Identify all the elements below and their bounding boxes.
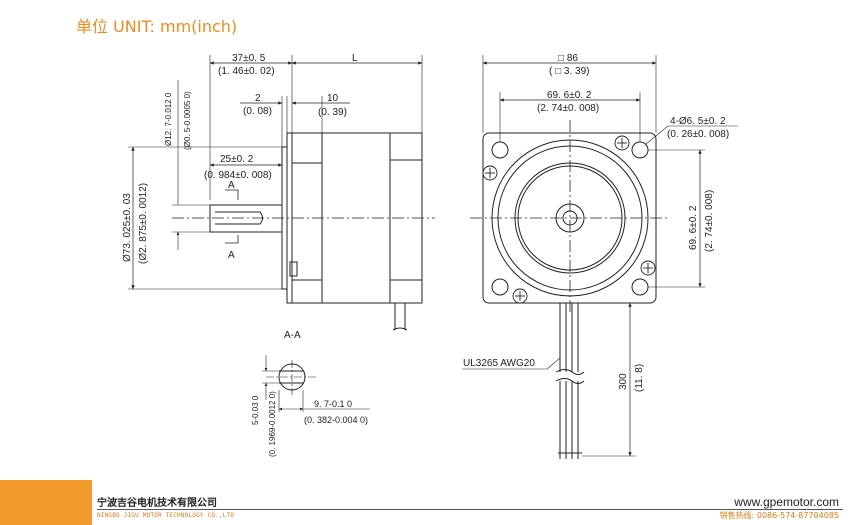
dim-shaft-label: Ø12. 7-0.012 0 [164, 92, 173, 146]
dim-25-label: 25±0. 2 [220, 154, 254, 165]
dim-L-label: L [352, 53, 358, 64]
wire-label: UL3265 AWG20 [463, 358, 535, 369]
dim-86-in-label: ( □ 3. 39) [549, 66, 590, 77]
dim-2-label: 2 [255, 93, 261, 104]
dim-97-label: 9. 7-0.1 0 [314, 399, 352, 409]
dim-97-in-label: (0. 382-0.004 0) [304, 415, 368, 425]
dim-696-v-label: 69. 6±0. 2 [688, 205, 699, 250]
dim-pilot-label: Ø73. 025±0. 03 [122, 193, 133, 262]
section-label-top: A [228, 180, 235, 191]
footer-divider [97, 509, 843, 510]
mounting-hole-tl [491, 141, 509, 159]
side-view-labels: 37±0. 5 (1. 46±0. 02) L 2 (0. 08) 10 (0.… [122, 53, 358, 264]
connector [289, 261, 298, 277]
screw-icons [482, 135, 656, 304]
dim-holes-in-label: (0. 26±0. 008) [667, 129, 729, 140]
dim-696-v-in-label: (2. 74±0. 008) [704, 190, 715, 252]
front-view [462, 55, 738, 459]
front-view-labels: □ 86 ( □ 3. 39) 69. 6±0. 2 (2. 74±0. 008… [463, 53, 729, 392]
company-name-cn: 宁波吉谷电机技术有限公司 [97, 498, 217, 509]
wire-stub [392, 303, 408, 331]
website-link[interactable]: www.gpemotor.com [734, 495, 839, 509]
dim-696-label: 69. 6±0. 2 [547, 90, 592, 101]
dim-37-in-label: (1. 46±0. 02) [218, 66, 275, 77]
section-view-labels: A-A 5-0.03 0 (0. 1969-0.0012 0) 9. 7-0.1… [251, 330, 368, 457]
dim-2-in-label: (0. 08) [243, 106, 272, 117]
dim-shaft-in-label: (Ø0. 5-0.0005 0) [183, 91, 192, 150]
mounting-hole-br [631, 278, 649, 296]
side-view [128, 55, 435, 331]
motor-drawing: 37±0. 5 (1. 46±0. 02) L 2 (0. 08) 10 (0.… [122, 53, 738, 459]
dim-10-in-label: (0. 39) [318, 107, 347, 118]
unit-title: 单位 UNIT: mm(inch) [76, 17, 238, 36]
dim-10-label: 10 [327, 93, 339, 104]
section-view [262, 355, 370, 412]
dim-300-label: 300 [618, 373, 629, 390]
dim-696-in-label: (2. 74±0. 008) [537, 103, 599, 114]
dim-300-in-label: (11. 8) [634, 364, 645, 392]
lead-wires [555, 303, 585, 459]
dim-86-label: □ 86 [558, 53, 578, 64]
dim-pilot-in-label: (Ø2. 875±0. 0012) [138, 183, 149, 264]
section-label-bottom: A [228, 250, 235, 261]
footer-accent-block [0, 480, 92, 525]
footer: 宁波吉谷电机技术有限公司 NINGBO JIGU MOTOR TECHNOLOG… [0, 480, 853, 525]
dim-37-label: 37±0. 5 [232, 53, 266, 64]
dim-25-in-label: (0. 984±0. 008) [204, 170, 272, 181]
sales-hotline: 销售热线: 0086-574-87704085 [719, 511, 839, 520]
mounting-hole-tr [631, 141, 649, 159]
dim-holes-label: 4-Ø6. 5±0. 2 [670, 116, 726, 127]
company-name-en: NINGBO JIGU MOTOR TECHNOLOGY CO.,LTD [97, 512, 235, 519]
mounting-hole-bl [491, 278, 509, 296]
dim-5-label: 5-0.03 0 [251, 395, 260, 425]
section-title: A-A [284, 330, 301, 341]
shaft [209, 204, 283, 233]
dim-5-in-label: (0. 1969-0.0012 0) [268, 391, 277, 457]
